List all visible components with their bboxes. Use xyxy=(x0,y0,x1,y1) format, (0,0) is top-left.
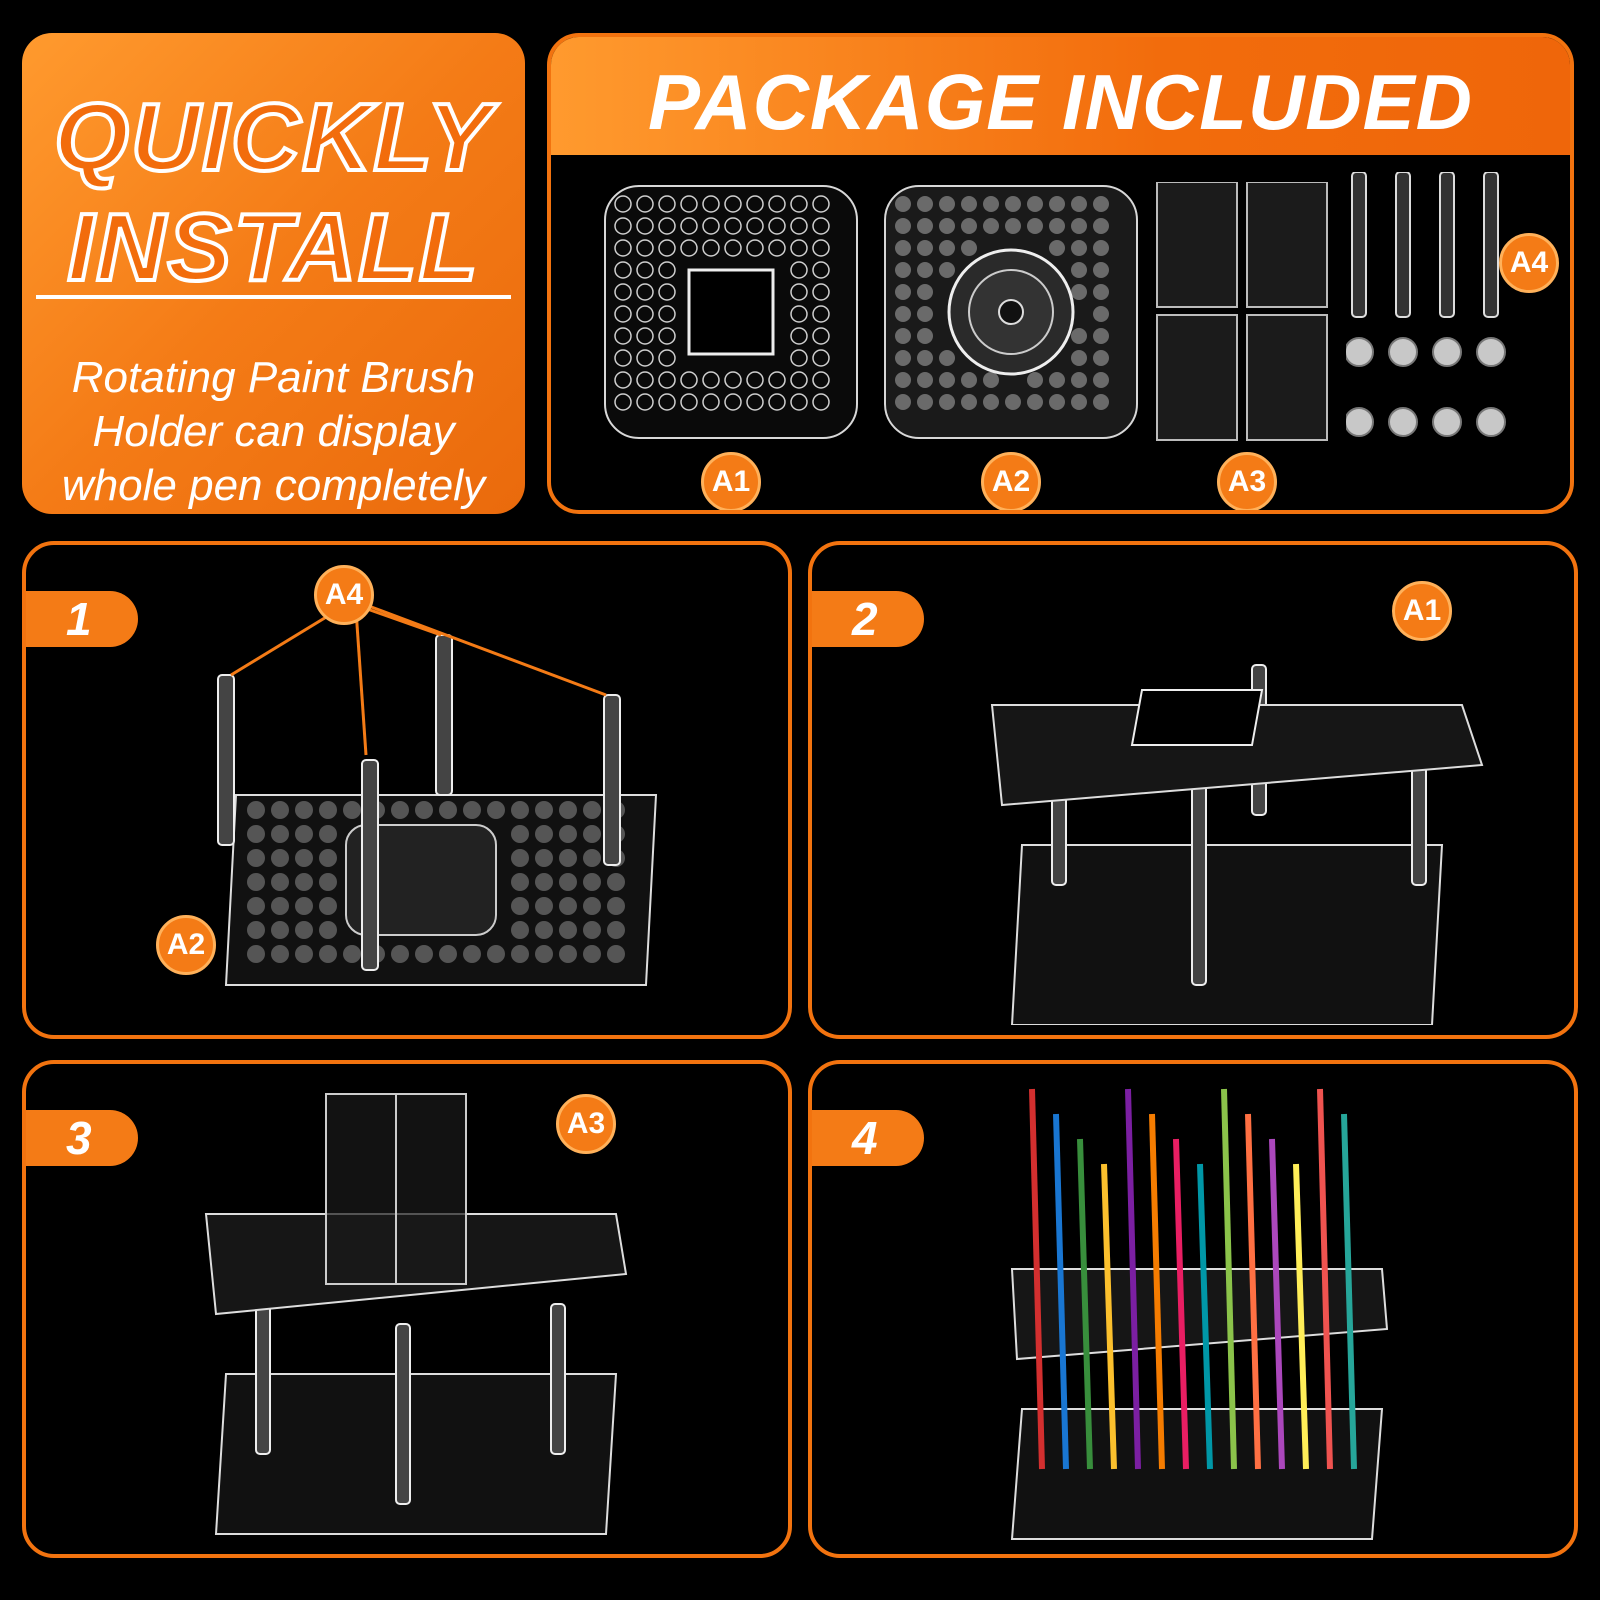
panels-a3-image xyxy=(1156,182,1328,441)
step-3-card: 3 A3 xyxy=(22,1060,792,1558)
plate-a2-image xyxy=(884,185,1138,439)
part-badge-a1: A1 xyxy=(701,452,761,510)
divider xyxy=(36,295,511,299)
description-line: Rotating Paint Brush xyxy=(71,353,476,402)
rods-screws-a4-image xyxy=(1346,172,1506,437)
part-badge-a2: A2 xyxy=(981,452,1041,510)
step-4-number: 4 xyxy=(812,1110,924,1166)
step-3-assembly-image xyxy=(204,1093,628,1535)
plate-a1-image xyxy=(604,185,858,439)
step-2-number: 2 xyxy=(812,591,924,647)
step-4-finished-holder-image xyxy=(1010,1088,1389,1540)
description-line: whole pen completely xyxy=(61,461,486,510)
step-2-label-a1: A1 xyxy=(1392,581,1452,641)
package-included-panel: PACKAGE INCLUDED A1 A2 A3 A4 xyxy=(547,33,1574,514)
step-1-assembly-image xyxy=(217,603,658,986)
package-header: PACKAGE INCLUDED xyxy=(551,37,1570,155)
quick-install-title-line1: QUICKLY xyxy=(52,82,493,193)
step-4-card: 4 xyxy=(808,1060,1578,1558)
quick-install-title-line2: INSTALL xyxy=(65,192,480,303)
step-3-label-a3: A3 xyxy=(556,1094,616,1154)
step-1-label-a2: A2 xyxy=(156,915,216,975)
step-1-label-a4: A4 xyxy=(314,565,374,625)
quick-install-card: QUICKLY INSTALL Rotating Paint Brush Hol… xyxy=(22,33,525,514)
description-line: Holder can display xyxy=(92,407,455,456)
step-2-assembly-image xyxy=(990,664,1484,1025)
part-badge-a4: A4 xyxy=(1499,233,1559,293)
step-1-number: 1 xyxy=(26,591,138,647)
package-title: PACKAGE INCLUDED xyxy=(648,58,1473,146)
step-1-card: 1 A4 A2 xyxy=(22,541,792,1039)
quick-install-description: Rotating Paint Brush Holder can display … xyxy=(22,351,525,513)
step-2-card: 2 A1 xyxy=(808,541,1578,1039)
part-badge-a3: A3 xyxy=(1217,452,1277,510)
step-3-number: 3 xyxy=(26,1110,138,1166)
